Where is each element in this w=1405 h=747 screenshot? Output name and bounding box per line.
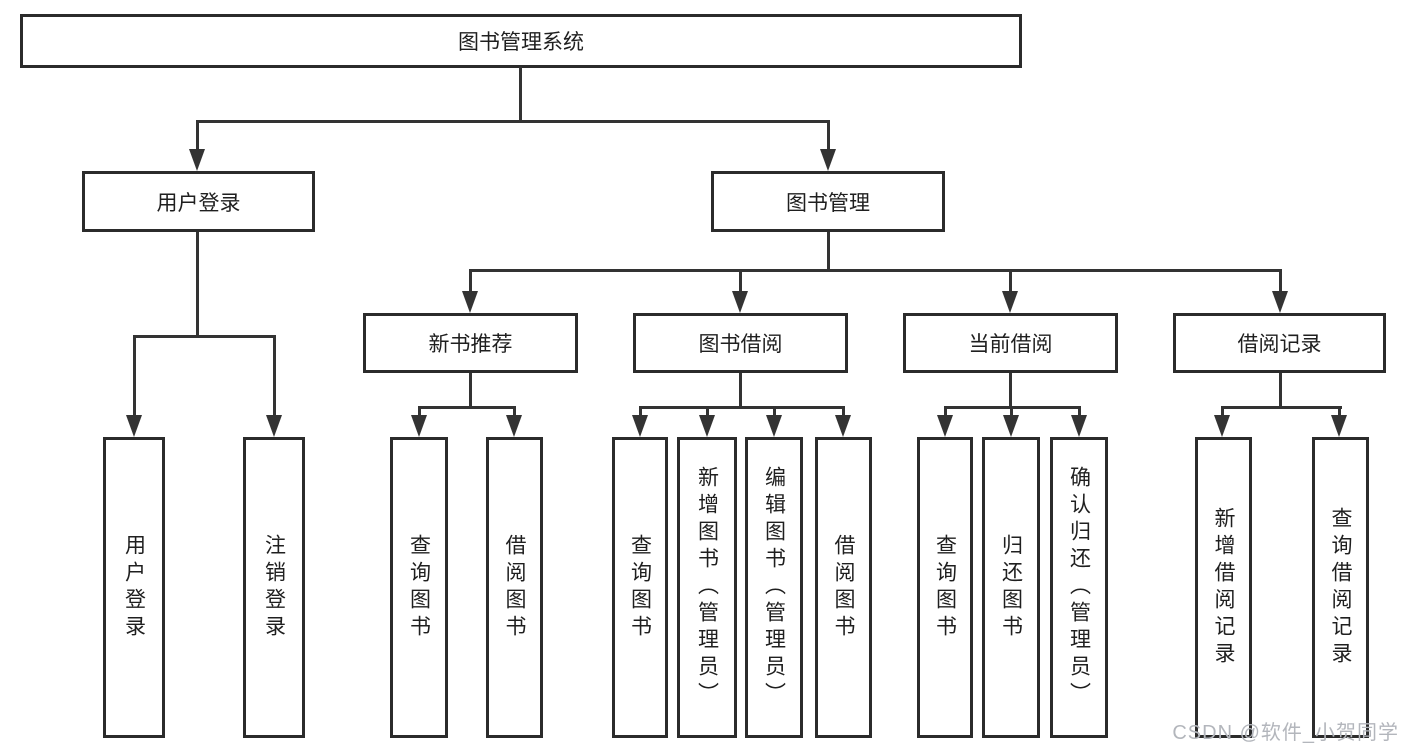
- connector-to-book-management: [827, 120, 830, 151]
- leaf-borrow-books-2: 借阅图书: [815, 437, 872, 738]
- leaf-label: 查询图书: [407, 533, 431, 642]
- arrowhead-borrowing-records: [1272, 291, 1288, 313]
- arrowhead-leaf-query-record: [1331, 415, 1347, 437]
- connector-to-borrowing-records: [1279, 269, 1282, 293]
- node-user-login: 用户登录: [82, 171, 315, 232]
- connector-to-leaf-add-books: [706, 406, 709, 417]
- connector-user-login-rail: [133, 335, 276, 338]
- connector-new-book-rail: [418, 406, 516, 409]
- node-label: 当前借阅: [968, 333, 1053, 356]
- leaf-edit-books-admin: 编辑图书（管理员）: [745, 437, 803, 738]
- arrowhead-book-management: [820, 149, 836, 171]
- connector-borrowing-records-rail: [1221, 406, 1342, 409]
- leaf-query-books-3: 查询图书: [917, 437, 973, 738]
- connector-to-leaf-query-books-3: [944, 406, 947, 417]
- leaf-label: 查询图书: [628, 533, 652, 642]
- node-label: 新书推荐: [428, 333, 513, 356]
- connector-book-borrowing-rail: [639, 406, 845, 409]
- connector-to-new-book-recommendation: [469, 269, 472, 293]
- leaf-user-login: 用户登录: [103, 437, 165, 738]
- node-borrowing-records: 借阅记录: [1173, 313, 1386, 373]
- leaf-query-borrow-record: 查询借阅记录: [1312, 437, 1369, 738]
- leaf-label: 归还图书: [999, 533, 1023, 642]
- connector-root-stem: [519, 67, 522, 123]
- connector-new-book-stem: [469, 373, 472, 408]
- leaf-label: 借阅图书: [503, 533, 526, 642]
- connector-to-leaf-query-books-1: [418, 406, 421, 417]
- leaf-label: 用户登录: [122, 533, 146, 642]
- arrowhead-leaf-user-login: [126, 415, 142, 437]
- connector-to-leaf-add-record: [1221, 406, 1224, 417]
- leaf-label: 新增图书（管理员）: [695, 466, 719, 709]
- connector-to-leaf-borrow-books-2: [842, 406, 845, 417]
- leaf-add-borrow-record: 新增借阅记录: [1195, 437, 1252, 738]
- leaf-label: 注销登录: [262, 533, 286, 642]
- connector-to-leaf-borrow-books-1: [513, 406, 516, 417]
- arrowhead-book-borrowing: [732, 291, 748, 313]
- arrowhead-user-login: [189, 149, 205, 171]
- leaf-borrow-books-1: 借阅图书: [486, 437, 543, 738]
- connector-to-current-borrowing: [1009, 269, 1012, 293]
- arrowhead-leaf-query-books-2: [632, 415, 648, 437]
- csdn-watermark: CSDN @软件_小贺同学: [1172, 722, 1399, 744]
- leaf-label: 确认归还（管理员）: [1067, 466, 1091, 709]
- arrowhead-leaf-query-books-1: [411, 415, 427, 437]
- leaf-confirm-return-admin: 确认归还（管理员）: [1050, 437, 1108, 738]
- node-book-borrowing: 图书借阅: [633, 313, 848, 373]
- leaf-return-books: 归还图书: [982, 437, 1040, 738]
- leaf-label: 编辑图书（管理员）: [762, 466, 786, 709]
- leaf-label: 新增借阅记录: [1212, 506, 1235, 669]
- connector-borrowing-records-stem: [1279, 373, 1282, 408]
- arrowhead-new-book-recommendation: [462, 291, 478, 313]
- node-label: 图书管理系统: [458, 31, 584, 54]
- connector-current-borrowing-stem: [1009, 373, 1012, 408]
- arrowhead-leaf-query-books-3: [937, 415, 953, 437]
- leaf-label: 查询借阅记录: [1329, 506, 1352, 669]
- connector-to-book-borrowing: [739, 269, 742, 293]
- connector-to-leaf-logout: [273, 335, 276, 417]
- node-label: 借阅记录: [1237, 333, 1322, 356]
- connector-to-leaf-confirm-return: [1078, 406, 1081, 417]
- connector-to-leaf-edit-books: [773, 406, 776, 417]
- node-label: 图书管理: [786, 191, 870, 215]
- connector-to-leaf-query-record: [1338, 406, 1341, 417]
- arrowhead-leaf-borrow-books-2: [835, 415, 851, 437]
- leaf-label: 查询图书: [933, 533, 957, 642]
- connector-user-login-stem: [196, 232, 199, 338]
- leaf-query-books-2: 查询图书: [612, 437, 668, 738]
- arrowhead-leaf-edit-books: [766, 415, 782, 437]
- leaf-logout: 注销登录: [243, 437, 305, 738]
- node-library-management-system: 图书管理系统: [20, 14, 1022, 68]
- arrowhead-current-borrowing: [1002, 291, 1018, 313]
- connector-to-leaf-query-books-2: [639, 406, 642, 417]
- connector-level3-rail: [469, 269, 1282, 272]
- connector-to-user-login: [196, 120, 199, 151]
- connector-to-leaf-user-login: [133, 335, 136, 417]
- leaf-query-books-1: 查询图书: [390, 437, 448, 738]
- node-label: 用户登录: [156, 191, 241, 215]
- arrowhead-leaf-add-record: [1214, 415, 1230, 437]
- arrowhead-leaf-return-books: [1003, 415, 1019, 437]
- leaf-add-books-admin: 新增图书（管理员）: [677, 437, 737, 738]
- connector-to-leaf-return-books: [1010, 406, 1013, 417]
- arrowhead-leaf-borrow-books-1: [506, 415, 522, 437]
- connector-book-management-stem: [827, 232, 830, 272]
- arrowhead-leaf-confirm-return: [1071, 415, 1087, 437]
- leaf-label: 借阅图书: [832, 533, 855, 642]
- node-book-management: 图书管理: [711, 171, 945, 232]
- node-current-borrowing: 当前借阅: [903, 313, 1118, 373]
- arrowhead-leaf-logout: [266, 415, 282, 437]
- connector-level2-rail: [196, 120, 830, 123]
- connector-book-borrowing-stem: [739, 373, 742, 408]
- node-new-book-recommendation: 新书推荐: [363, 313, 578, 373]
- arrowhead-leaf-add-books: [699, 415, 715, 437]
- node-label: 图书借阅: [698, 333, 783, 356]
